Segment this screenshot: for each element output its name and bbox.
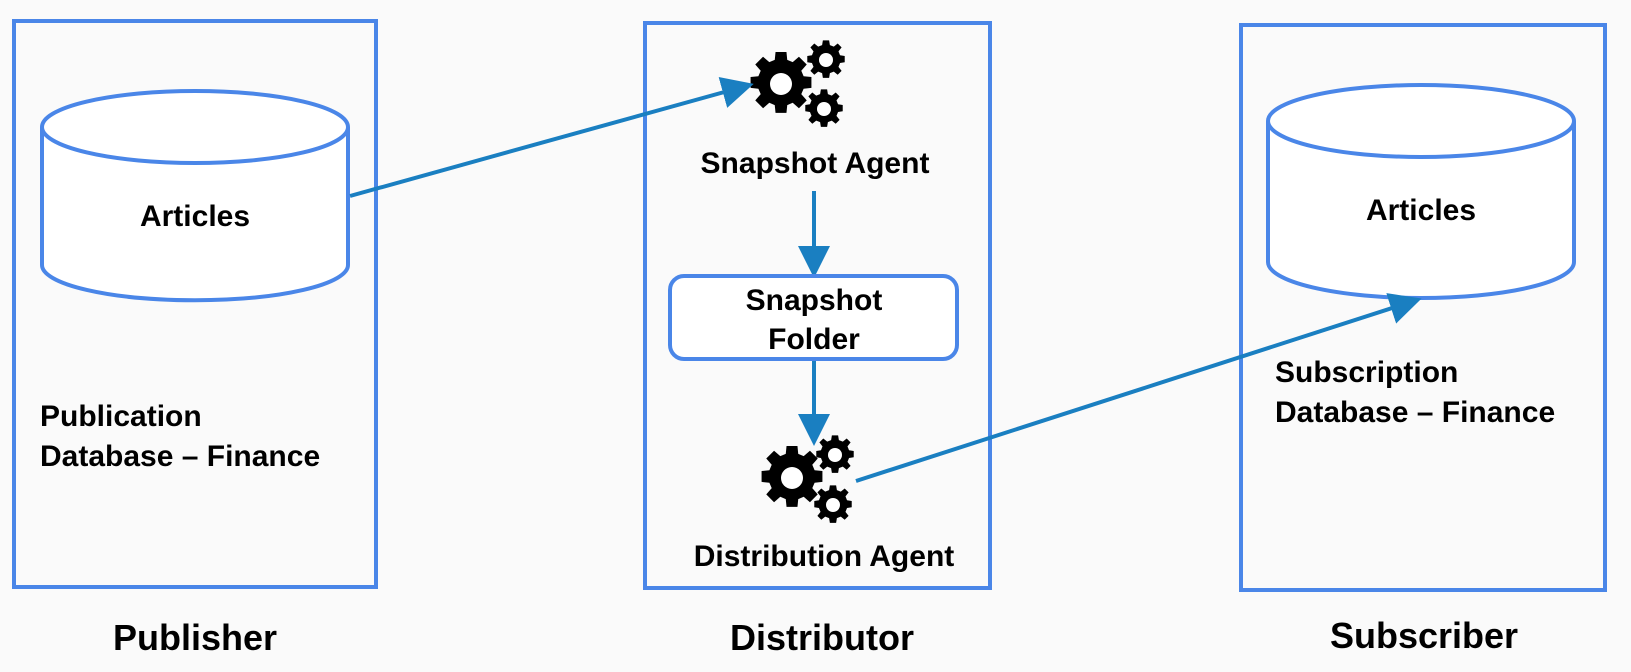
publication-caption-line1: Publication: [40, 400, 202, 433]
arrow-publisher-to-snapshot-agent: [349, 77, 754, 198]
snapshot-folder-box: [668, 274, 959, 361]
publisher-column: Articles Publication Database – Finance …: [12, 19, 378, 658]
distributor-box: [643, 21, 992, 590]
publisher-database-cylinder: [40, 89, 350, 303]
distribution-agent-gears-icon: [761, 435, 854, 523]
publisher-box: [12, 19, 378, 589]
subscription-caption-line1: Subscription: [1275, 356, 1458, 389]
arrow-distribution-agent-to-subscriber: [855, 293, 1422, 483]
subscriber-database-cylinder: [1266, 83, 1576, 300]
snapshot-folder-line1: Snapshot: [746, 284, 883, 317]
subscriber-box: [1239, 23, 1607, 592]
distributor-title: Distributor: [730, 617, 914, 658]
subscriber-database-label: Articles: [1366, 194, 1476, 227]
subscriber-title: Subscriber: [1330, 615, 1518, 656]
publication-caption-line2: Database – Finance: [40, 440, 320, 473]
snapshot-folder-line2: Folder: [768, 323, 860, 356]
distribution-agent-label: Distribution Agent: [694, 540, 955, 573]
publisher-database-label: Articles: [140, 200, 250, 233]
snapshot-agent-gears-icon: [750, 40, 845, 127]
snapshot-agent-label: Snapshot Agent: [701, 147, 930, 180]
distributor-column: Snapshot Agent Snapshot Folder Distribut…: [643, 21, 992, 658]
publisher-title: Publisher: [113, 617, 277, 658]
subscription-caption-line2: Database – Finance: [1275, 396, 1555, 429]
